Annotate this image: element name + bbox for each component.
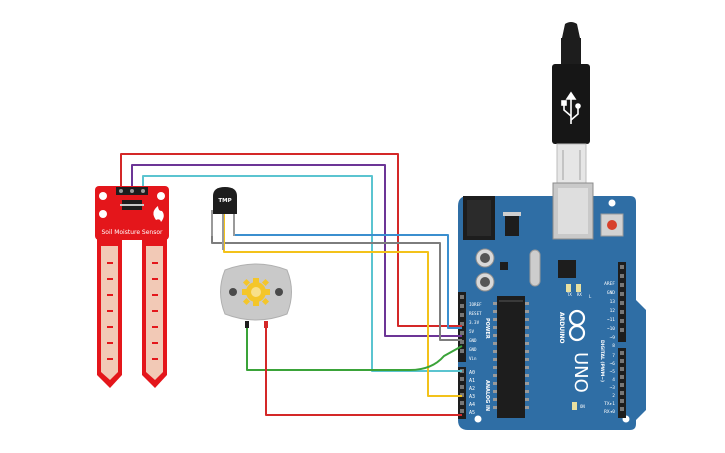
pin-d1: TX▸1 bbox=[604, 401, 615, 407]
pin-a3: A3 bbox=[469, 394, 475, 400]
pin-aref: AREF bbox=[604, 281, 615, 287]
usb-chip bbox=[558, 260, 576, 278]
pin-gnd-1: GND bbox=[469, 338, 477, 343]
digital-header-label: DIGITAL (PWM~) bbox=[599, 340, 605, 382]
gear-icon bbox=[242, 278, 270, 306]
pin-gnd-d: GND bbox=[607, 290, 615, 296]
pin-d5: ~5 bbox=[610, 369, 616, 375]
soil-moisture-sensor: Soil Moisture Sensor bbox=[95, 186, 169, 388]
on-label: ON bbox=[580, 404, 585, 409]
soil-sensor-label: Soil Moisture Sensor bbox=[101, 229, 163, 236]
pin-d11: ~11 bbox=[607, 317, 615, 323]
usb-cable bbox=[552, 22, 590, 185]
tmp-label: TMP bbox=[218, 198, 231, 204]
wire-green-motor-gnd[interactable] bbox=[246, 326, 463, 371]
arduino-uno-board: TX RX ON L ARDUINO UNO IOREF RESET bbox=[458, 182, 646, 430]
pin-a0: A0 bbox=[469, 370, 475, 376]
voltage-regulator bbox=[505, 216, 519, 236]
l-label: L bbox=[589, 294, 592, 299]
pin-d10: ~10 bbox=[607, 326, 615, 332]
tx-label: TX bbox=[567, 292, 572, 297]
on-led bbox=[572, 402, 577, 410]
dc-motor bbox=[220, 263, 292, 328]
pin-d3: ~3 bbox=[610, 385, 616, 391]
crystal-oscillator bbox=[529, 249, 541, 287]
pin-d9: ~9 bbox=[610, 335, 616, 341]
arduino-model-label: UNO bbox=[570, 352, 591, 393]
rx-label: RX bbox=[577, 292, 582, 297]
pin-5v: 5V bbox=[469, 329, 475, 334]
pin-a1: A1 bbox=[469, 378, 475, 384]
wire-red-a5[interactable] bbox=[265, 326, 462, 416]
pin-reset: RESET bbox=[469, 311, 482, 316]
pin-d12: 12 bbox=[610, 308, 616, 314]
pin-a5: A5 bbox=[469, 410, 475, 416]
power-header-label: POWER bbox=[484, 318, 490, 339]
pin-d7: 7 bbox=[612, 353, 615, 359]
pin-d0: RX◂0 bbox=[604, 409, 615, 415]
pin-d8: 8 bbox=[612, 343, 615, 349]
atmega-chip bbox=[493, 296, 529, 418]
arduino-brand-label: ARDUINO bbox=[558, 312, 565, 343]
sparkfun-flame-logo bbox=[153, 206, 164, 222]
pin-a4: A4 bbox=[469, 402, 475, 408]
pin-vin: Vin bbox=[469, 356, 477, 361]
digital-header: AREF GND 13 12 ~11 ~10 ~9 8 7 ~6 ~5 4 ~3… bbox=[599, 262, 626, 418]
wire-cyan-a0[interactable] bbox=[142, 175, 462, 372]
analog-header-label: ANALOG IN bbox=[484, 380, 490, 411]
reset-button[interactable] bbox=[600, 213, 624, 237]
pin-gnd-2: GND bbox=[469, 347, 477, 352]
usb-port bbox=[552, 182, 594, 240]
usb-symbol-icon bbox=[561, 91, 581, 124]
wire-purple-gnd[interactable] bbox=[131, 164, 462, 337]
arduino-logo-icon bbox=[568, 309, 586, 342]
wire-red-5v[interactable] bbox=[120, 153, 462, 327]
pin-a2: A2 bbox=[469, 386, 475, 392]
pin-d6: ~6 bbox=[610, 361, 616, 367]
pin-ioref: IOREF bbox=[469, 302, 482, 307]
pin-d4: 4 bbox=[612, 377, 615, 383]
temperature-sensor: TMP bbox=[211, 187, 237, 250]
pin-3v3: 3.3V bbox=[469, 320, 480, 325]
pin-d2: 2 bbox=[612, 393, 615, 399]
capacitor bbox=[475, 248, 495, 292]
pin-d13: 13 bbox=[610, 299, 616, 305]
power-jack bbox=[463, 196, 495, 240]
